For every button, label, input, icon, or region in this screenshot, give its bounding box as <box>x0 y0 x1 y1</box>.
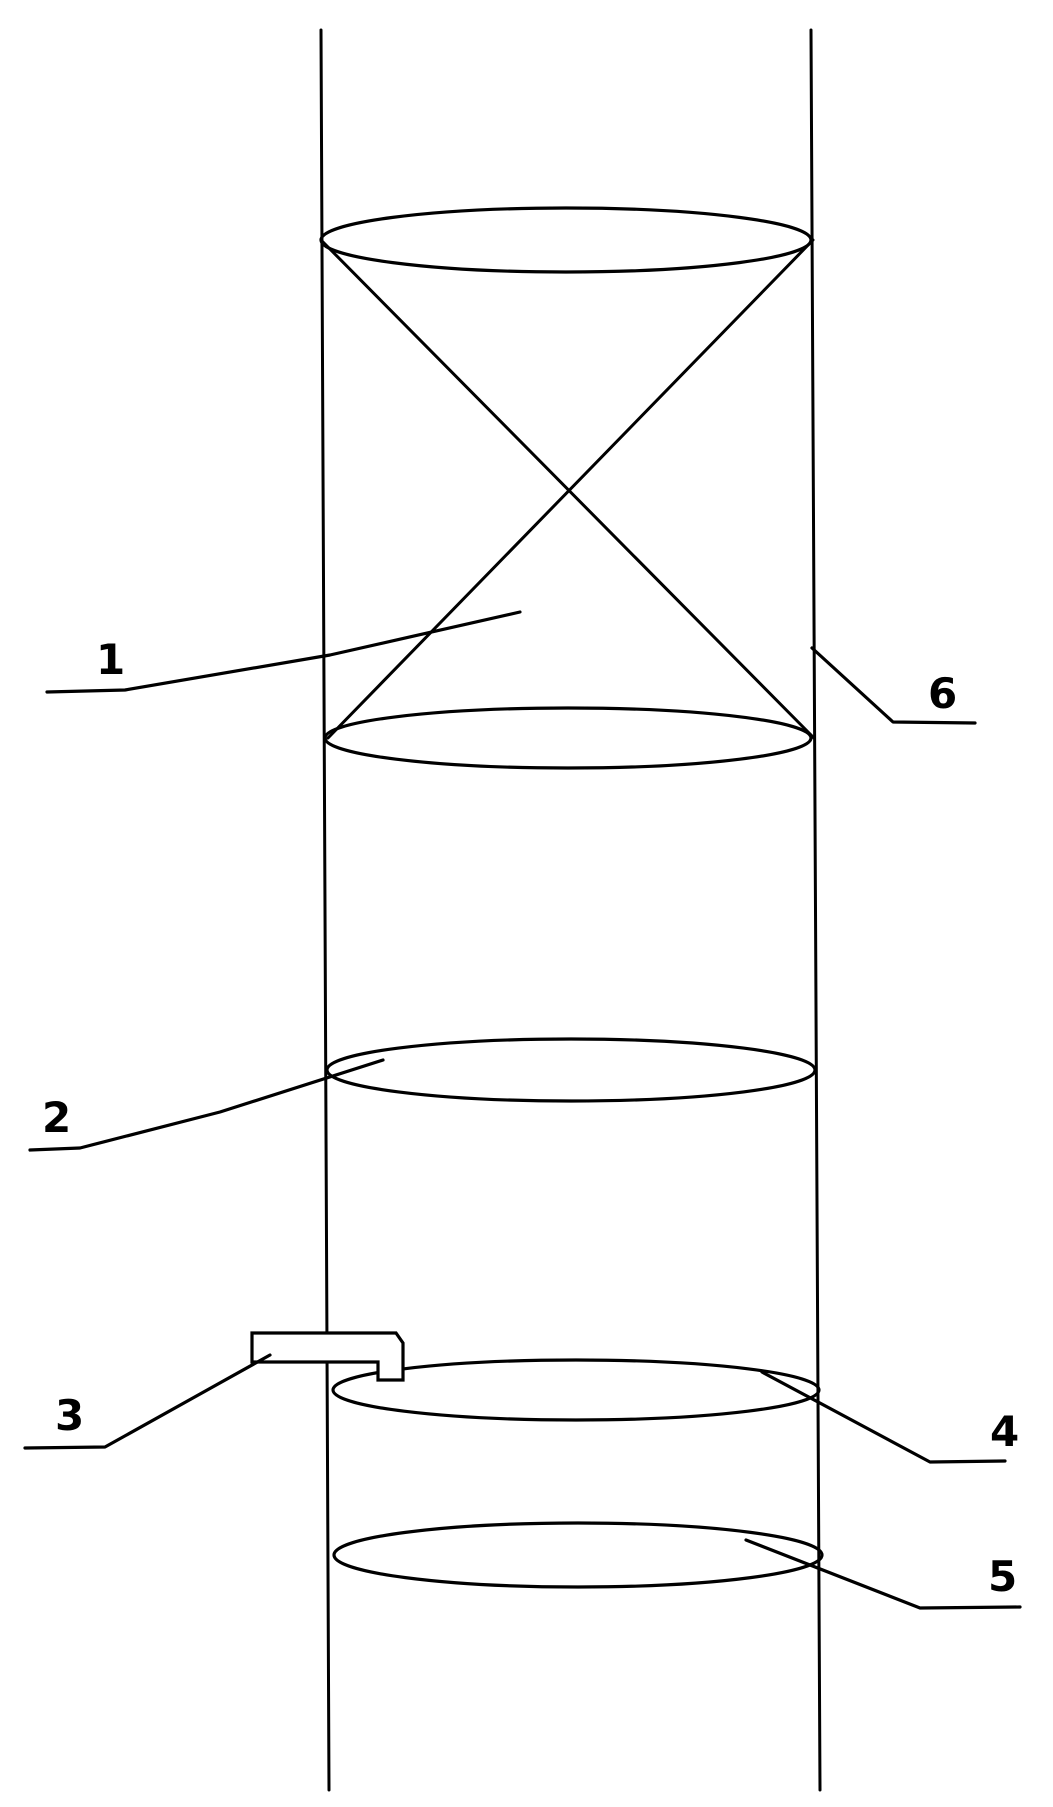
tray-ellipse-5 <box>332 1521 824 1589</box>
leader-line-1 <box>45 610 522 694</box>
label-4: 4 <box>990 1407 1019 1456</box>
label-3: 3 <box>55 1391 84 1440</box>
leader-line-6 <box>810 646 977 725</box>
packing-diagonal-b <box>326 238 815 740</box>
column-right-wall <box>809 28 822 1792</box>
leader-line-5 <box>744 1538 1022 1610</box>
label-6: 6 <box>928 669 957 718</box>
tray-ellipse-4 <box>331 1358 821 1422</box>
label-2: 2 <box>42 1093 71 1142</box>
packing-bottom-ellipse <box>323 706 813 770</box>
leader-line-4 <box>760 1370 1007 1464</box>
inlet-nozzle <box>250 1331 405 1382</box>
packing-diagonal-a <box>319 238 816 740</box>
tray-ellipse-2 <box>325 1037 817 1103</box>
column-left-wall <box>319 28 331 1792</box>
packing-top-ellipse <box>319 206 813 274</box>
leader-line-3 <box>23 1353 272 1450</box>
label-5: 5 <box>988 1552 1017 1601</box>
leader-line-2 <box>28 1058 385 1152</box>
label-1: 1 <box>96 635 125 684</box>
